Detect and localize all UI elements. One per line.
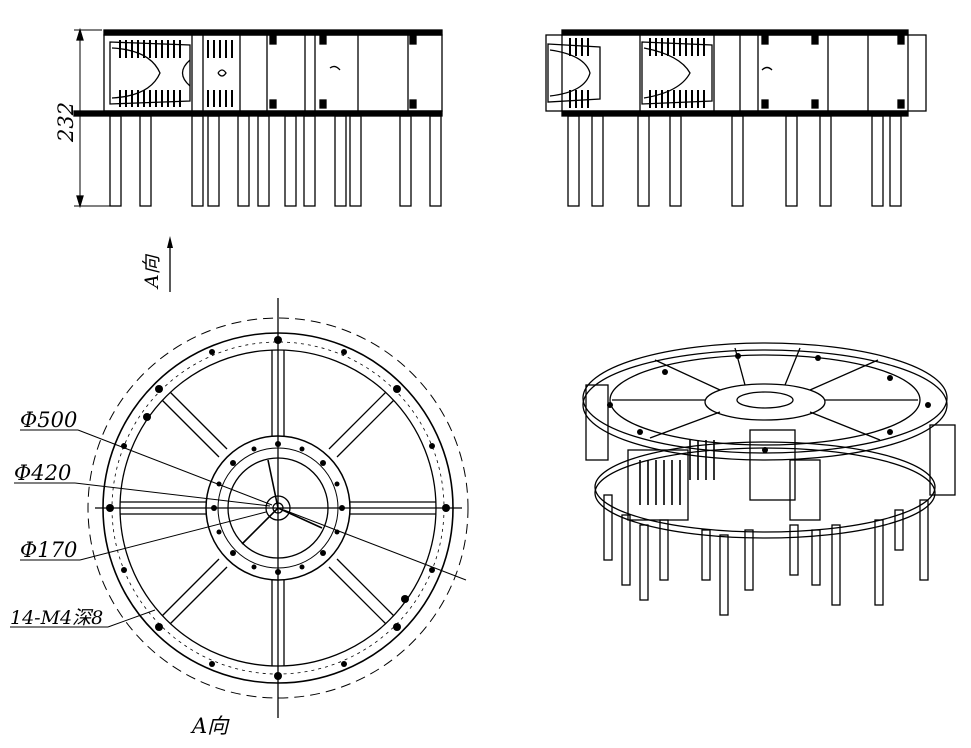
- isometric-legs: [603, 494, 929, 616]
- front-fins: [119, 40, 233, 107]
- callout-d170: Φ170: [20, 538, 77, 562]
- side-view: [545, 29, 927, 207]
- callout-d420: Φ420: [14, 461, 71, 485]
- view-arrow-label: A向: [141, 253, 163, 290]
- callout-d500: Φ500: [20, 408, 77, 432]
- side-legs: [567, 115, 902, 207]
- spokes: [120, 350, 436, 666]
- callout-holes: 14-M4深8: [10, 607, 103, 629]
- isometric-view: [582, 342, 956, 616]
- rim-holes: [106, 336, 450, 680]
- view-arrow: [167, 236, 173, 292]
- front-view: [73, 27, 443, 209]
- top-view-label: A向: [190, 714, 230, 738]
- top-view: [10, 298, 469, 718]
- front-legs: [109, 115, 442, 207]
- side-fins: [569, 38, 705, 108]
- height-dimension: 232: [54, 102, 78, 143]
- leader-lines: [10, 429, 467, 628]
